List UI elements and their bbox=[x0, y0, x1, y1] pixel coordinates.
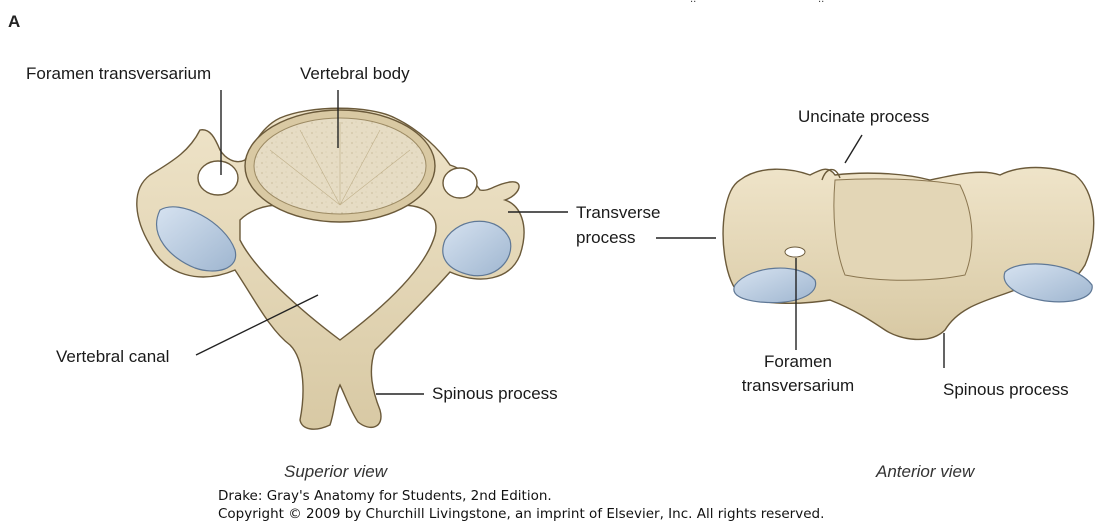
anterior-view-vertebra bbox=[723, 168, 1094, 340]
label-foramen-transversarium-anterior-line2: transversarium bbox=[736, 376, 860, 396]
superior-view-caption: Superior view bbox=[284, 462, 387, 482]
superior-view-vertebra bbox=[137, 108, 524, 429]
right-foramen-transversarium bbox=[443, 168, 477, 198]
diacritic-dots-left: .. bbox=[690, 0, 696, 5]
panel-letter: A bbox=[8, 12, 20, 32]
label-vertebral-canal: Vertebral canal bbox=[56, 347, 169, 367]
left-foramen-transversarium bbox=[198, 161, 238, 195]
label-spinous-process-superior: Spinous process bbox=[432, 384, 558, 404]
anterior-foramen-opening bbox=[785, 247, 805, 257]
anterior-view-caption: Anterior view bbox=[876, 462, 974, 482]
label-foramen-transversarium-anterior-line1: Foramen bbox=[752, 352, 844, 372]
credit-line-1: Drake: Gray's Anatomy for Students, 2nd … bbox=[218, 488, 552, 505]
diacritic-dots-right: .. bbox=[818, 0, 824, 5]
label-transverse-process-line2: process bbox=[576, 228, 636, 248]
anterior-vertebral-body bbox=[834, 179, 972, 280]
label-uncinate-process: Uncinate process bbox=[798, 107, 929, 127]
label-spinous-process-anterior: Spinous process bbox=[943, 380, 1069, 400]
label-vertebral-body: Vertebral body bbox=[300, 64, 410, 84]
label-transverse-process-line1: Transverse bbox=[576, 203, 660, 223]
leader-uncinate-process bbox=[845, 135, 862, 163]
label-foramen-transversarium-superior: Foramen transversarium bbox=[26, 64, 211, 84]
credit-line-2: Copyright © 2009 by Churchill Livingston… bbox=[218, 506, 824, 523]
